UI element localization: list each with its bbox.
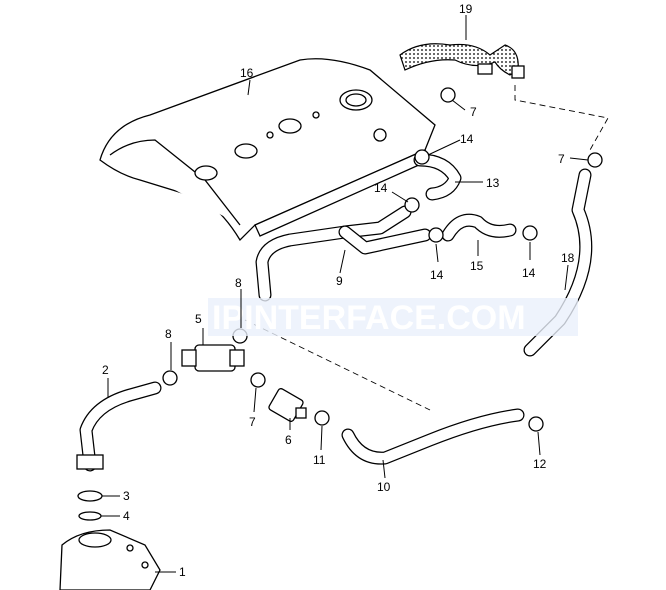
callout-12: 12 [533, 457, 547, 471]
hose-19 [399, 43, 519, 76]
o-ring-3 [77, 490, 103, 502]
callout-9: 9 [336, 274, 343, 288]
seal-4 [78, 511, 102, 521]
callout-5: 5 [195, 312, 202, 326]
callout-18: 18 [561, 251, 575, 265]
callout-1: 1 [179, 565, 186, 579]
callout-7: 7 [558, 152, 565, 166]
callout-14: 14 [374, 181, 388, 195]
callout-labels: 19 16 7 14 13 14 7 9 14 15 14 18 8 5 8 2… [102, 2, 575, 579]
callout-14: 14 [522, 266, 536, 280]
callout-19: 19 [459, 2, 473, 16]
callout-2: 2 [102, 363, 109, 377]
callout-7: 7 [249, 415, 256, 429]
leader-lines [101, 15, 589, 573]
watermark: IPINTERFACE.COM [212, 299, 526, 337]
callout-7: 7 [470, 105, 477, 119]
watermark-band [208, 298, 578, 336]
callout-16: 16 [240, 66, 254, 80]
callout-13: 13 [486, 176, 500, 190]
hose-19-end [477, 63, 493, 75]
callout-10: 10 [377, 480, 391, 494]
callout-6: 6 [285, 433, 292, 447]
dashed-route-upper [514, 85, 609, 151]
hose-19-end-2 [511, 65, 525, 79]
callout-8: 8 [235, 276, 242, 290]
hose-2-end [76, 454, 104, 470]
callout-4: 4 [123, 509, 130, 523]
callout-11: 11 [313, 453, 326, 467]
hose-clamps [162, 87, 603, 432]
callout-3: 3 [123, 489, 130, 503]
valve-6 [268, 388, 307, 422]
callout-15: 15 [470, 259, 484, 273]
callout-8: 8 [165, 327, 172, 341]
housing-1 [59, 529, 161, 590]
callout-14: 14 [430, 268, 444, 282]
valve-cover [99, 58, 436, 242]
t-piece-5 [181, 344, 245, 372]
callout-14: 14 [460, 132, 474, 146]
